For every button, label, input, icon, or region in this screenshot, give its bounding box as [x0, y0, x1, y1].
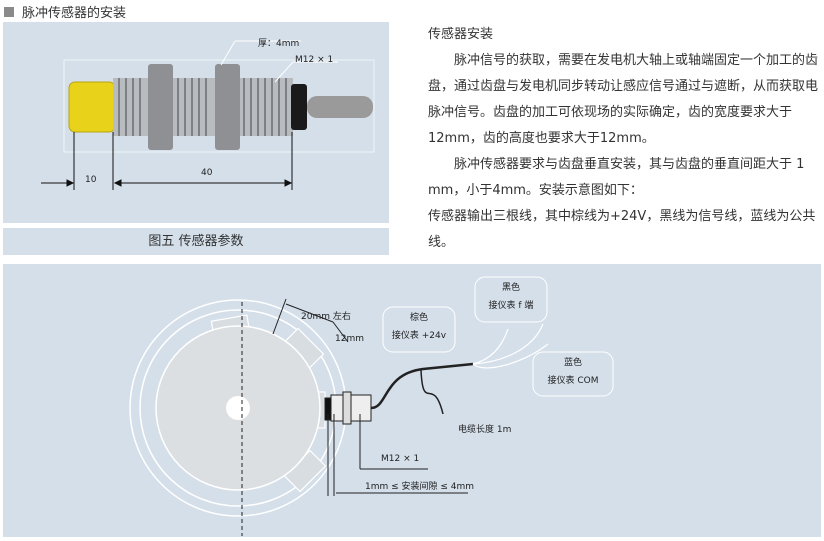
- bullet-square-icon: [4, 6, 14, 17]
- article-heading: 传感器安装: [428, 27, 494, 42]
- tooth-height-label: 12mm: [335, 334, 364, 344]
- nut: [148, 64, 173, 150]
- blue-wire-desc: 接仪表 COM: [547, 376, 599, 386]
- black-wire-title: 黑色: [501, 283, 520, 293]
- paragraph: 脉冲信号的获取，需要在发电机大轴上或轴端固定一个加工的齿盘，通过齿盘与发电机同步…: [428, 53, 819, 146]
- paragraph: 脉冲传感器要求与齿盘垂直安装，其与齿盘的垂直间距大于 1 mm，小于4mm。安装…: [428, 157, 805, 198]
- sensor-figure: 厚：4mm M12 × 1 10 40: [3, 22, 389, 223]
- brown-wire-desc: 接仪表 +24v: [391, 331, 447, 341]
- sensor-cap: [68, 81, 116, 133]
- black-wire-desc: 接仪表 f 端: [488, 301, 534, 311]
- cable-length-label: 电缆长度 1m: [458, 425, 512, 435]
- nut: [215, 64, 240, 150]
- section-header: 脉冲传感器的安装: [4, 2, 126, 21]
- tooth-width-label: 20mm 左右: [301, 312, 351, 322]
- thickness-label: 厚：4mm: [258, 39, 300, 49]
- cable: [307, 96, 373, 118]
- installation-drawing: [129, 276, 614, 536]
- thread-label: M12 × 1: [295, 55, 334, 65]
- sensor-illustration: [41, 40, 375, 190]
- thread-spec-label: M12 × 1: [381, 454, 420, 464]
- brown-wire-callout: 棕色 接仪表 +24v: [383, 307, 455, 343]
- brown-wire-title: 棕色: [409, 313, 428, 323]
- dim-40-label: 40: [201, 168, 213, 178]
- blue-wire-title: 蓝色: [563, 358, 582, 368]
- figure-caption: 图五 传感器参数: [3, 228, 389, 255]
- article-text: 传感器安装 脉冲信号的获取，需要在发电机大轴上或轴端固定一个加工的齿盘，通过齿盘…: [428, 22, 820, 256]
- black-wire-callout: 黑色 接仪表 f 端: [475, 277, 547, 313]
- gap-label: 1mm ≤ 安装间隙 ≤ 4mm: [365, 482, 475, 492]
- paragraph: 传感器输出三根线，其中棕线为+24V，黑线为信号线，蓝线为公共线。: [428, 209, 816, 250]
- shaft-hole: [226, 396, 250, 420]
- section-title: 脉冲传感器的安装: [22, 6, 127, 21]
- blue-wire-callout: 蓝色 接仪表 COM: [533, 352, 613, 388]
- installation-diagram: 20mm 左右 12mm 棕色 接仪表 +24v 黑色 接仪表 f 端 蓝色 接…: [3, 264, 821, 537]
- dim-10-label: 10: [85, 175, 97, 185]
